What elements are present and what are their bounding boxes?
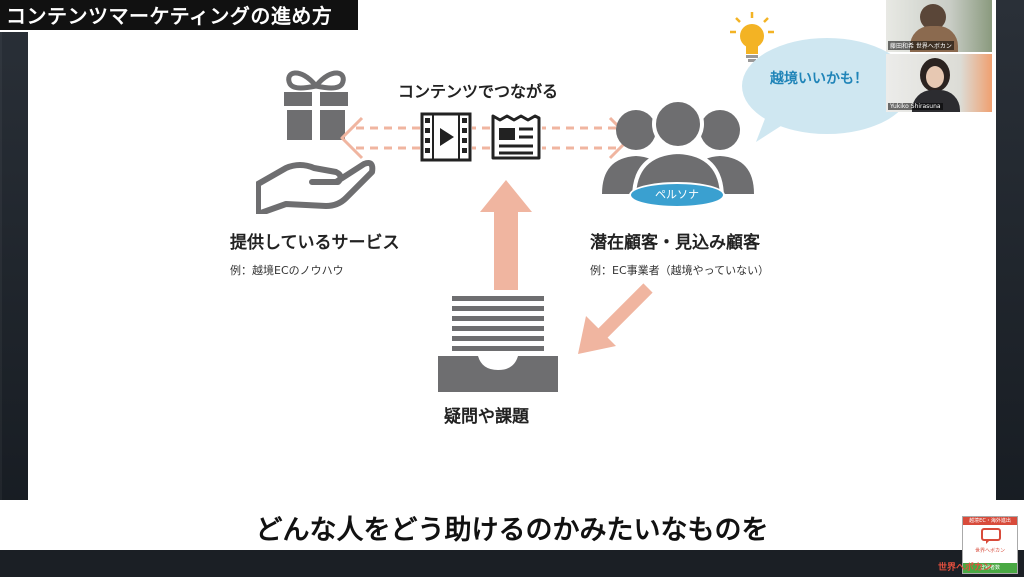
chat-bubble-icon: [981, 528, 1001, 544]
question-label: 疑問や課題: [444, 407, 529, 427]
up-arrow: [480, 180, 532, 290]
logo-top-text: 越境EC・海外進出: [963, 517, 1017, 525]
slide-title: コンテンツマーケティングの進め方: [0, 0, 360, 32]
customer-label: 潜在顧客・見込み顧客: [590, 233, 760, 253]
participant-1-avatar: [920, 4, 946, 30]
participant-2-name: Yukiko Shirasuna: [888, 103, 943, 110]
lightbulb-icon: [730, 12, 774, 62]
subtitle-caption: どんな人をどう助けるのかみたいなものを: [255, 515, 769, 546]
article-document-icon: [490, 112, 542, 162]
logo-mid-text: 世界へボカン: [974, 548, 1005, 554]
participant-video-2: Yukiko Shirasuna: [886, 54, 992, 112]
subtitle-background: [0, 500, 1024, 550]
speech-bubble-tail: [756, 116, 784, 142]
channel-logo: 越境EC・海外進出 世界へボカン 登録者数: [962, 516, 1018, 574]
customer-example: 例：EC事業者（越境やっていない）: [590, 264, 770, 277]
persona-badge-label: ペルソナ: [655, 188, 699, 201]
brand-bottom-text: 世界へボカン: [938, 563, 993, 573]
content-connect-label: コンテンツでつながる: [398, 82, 559, 101]
bidirectional-arrow: [340, 116, 632, 160]
down-left-arrow: [578, 283, 653, 354]
speech-bubble-text: 越境いいかも！: [770, 71, 868, 87]
video-film-icon: [420, 112, 472, 162]
bottom-strip: [0, 550, 1024, 577]
logo-bottom-text: 登録者数: [963, 563, 1017, 573]
gift-box-icon: [256, 70, 376, 214]
persona-badge: ペルソナ: [629, 182, 725, 208]
service-example: 例：越境ECのノウハウ: [230, 264, 344, 277]
service-label: 提供しているサービス: [230, 233, 400, 253]
participant-1-name: 藤田和希 世界へボカン: [888, 41, 954, 50]
participant-video-1: 藤田和希 世界へボカン: [886, 0, 992, 52]
inbox-tray-icon: [438, 296, 558, 392]
